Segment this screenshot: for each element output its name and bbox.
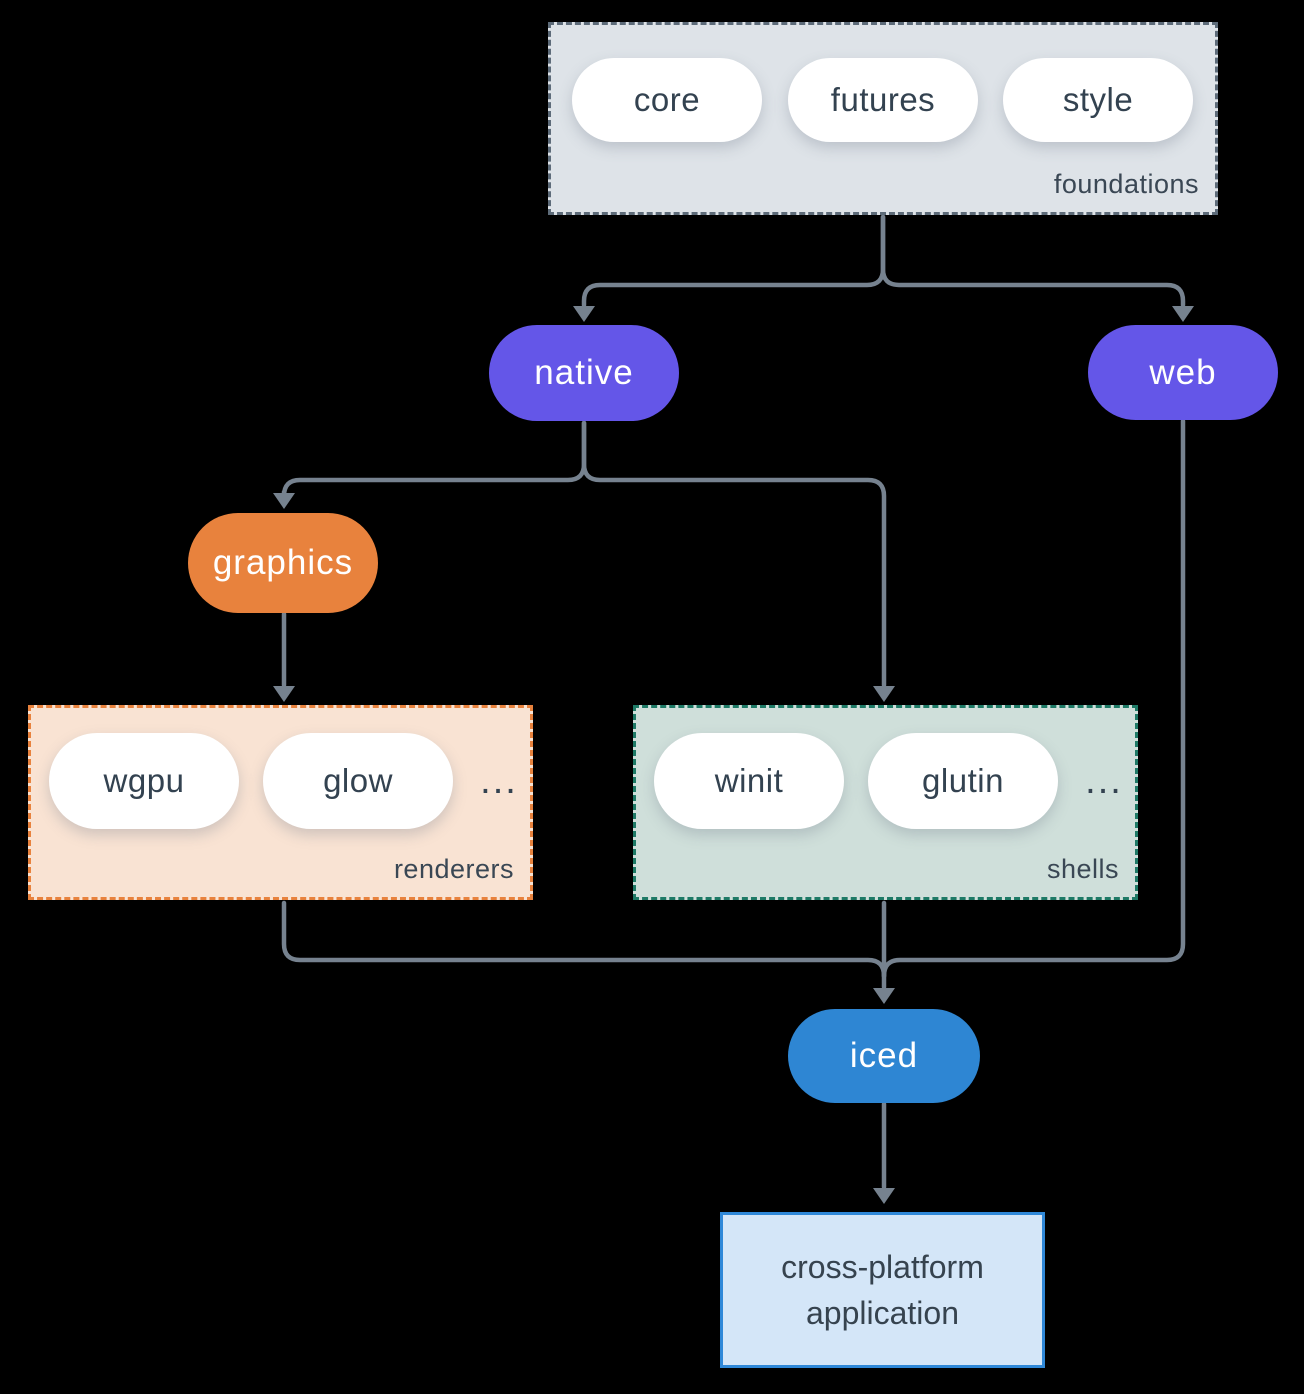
- arrowhead-native: [573, 306, 595, 322]
- node-web-label: web: [1149, 352, 1217, 392]
- arrowhead-renderers: [273, 686, 295, 702]
- renderers-group: wgpu glow ... renderers: [28, 705, 533, 900]
- pill-glutin-label: glutin: [922, 762, 1004, 799]
- shells-group: winit glutin ... shells: [633, 705, 1138, 900]
- pill-winit: winit: [654, 733, 844, 829]
- node-graphics-label: graphics: [212, 543, 354, 582]
- arrowhead-graphics: [273, 493, 295, 509]
- edge-native-graphics: [281, 420, 587, 497]
- node-native: native: [489, 325, 679, 421]
- arrowhead-shells: [873, 686, 895, 702]
- pill-glow-label: glow: [323, 762, 393, 799]
- edge-native-shells: [581, 420, 887, 688]
- edge-foundations-native: [581, 214, 886, 308]
- pill-winit-label: winit: [714, 762, 784, 799]
- arrowhead-web: [1172, 306, 1194, 322]
- arrowhead-application: [873, 1188, 895, 1204]
- pill-glutin: glutin: [868, 733, 1058, 829]
- cross-platform-application-box: cross-platform application: [720, 1212, 1045, 1368]
- node-graphics: graphics: [188, 513, 378, 613]
- pill-core-label: core: [633, 81, 701, 118]
- shells-group-label: shells: [1046, 854, 1119, 884]
- edge-foundations-web: [880, 214, 1186, 308]
- pill-glow: glow: [263, 733, 453, 829]
- shells-ellipsis: ...: [1085, 759, 1123, 802]
- pill-futures: futures: [788, 58, 978, 142]
- node-web: web: [1088, 325, 1278, 420]
- foundations-group: core futures style foundations: [548, 22, 1218, 215]
- node-native-label: native: [534, 353, 634, 392]
- pill-core: core: [572, 58, 762, 142]
- node-iced: iced: [788, 1009, 980, 1103]
- pill-style-label: style: [1062, 81, 1134, 118]
- arrowhead-iced: [873, 988, 895, 1004]
- pill-wgpu: wgpu: [49, 733, 239, 829]
- renderers-ellipsis: ...: [480, 759, 518, 802]
- renderers-group-label: renderers: [393, 854, 514, 884]
- pill-wgpu-label: wgpu: [103, 762, 185, 799]
- pill-style: style: [1003, 58, 1193, 142]
- cross-platform-application-label: cross-platform application: [781, 1248, 984, 1331]
- pill-futures-label: futures: [830, 81, 936, 118]
- foundations-group-label: foundations: [1053, 169, 1199, 199]
- node-iced-label: iced: [849, 1036, 919, 1075]
- edge-renderers-iced: [281, 900, 887, 979]
